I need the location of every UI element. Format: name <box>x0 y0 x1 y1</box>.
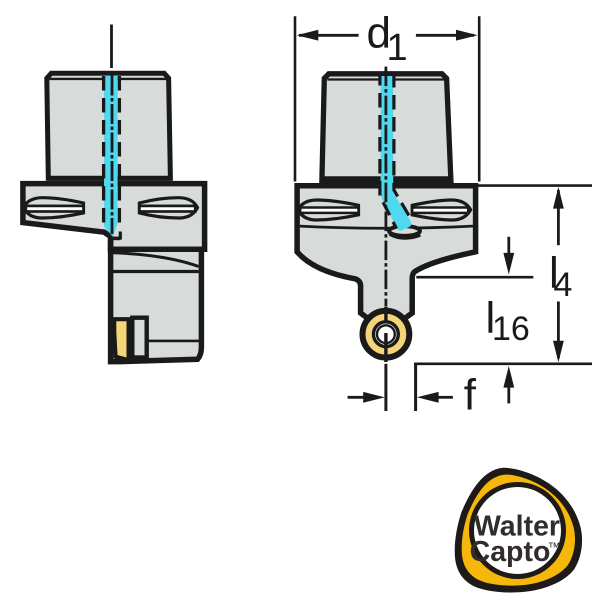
svg-text:Walter: Walter <box>474 511 560 543</box>
svg-text:4: 4 <box>554 266 573 304</box>
svg-text:l: l <box>486 294 496 343</box>
svg-text:d: d <box>367 9 391 58</box>
svg-text:™: ™ <box>548 540 561 555</box>
svg-text:16: 16 <box>492 310 530 348</box>
svg-text:Capto: Capto <box>470 536 551 568</box>
svg-text:f: f <box>464 371 477 420</box>
svg-text:l: l <box>549 248 559 297</box>
svg-text:1: 1 <box>387 27 408 69</box>
